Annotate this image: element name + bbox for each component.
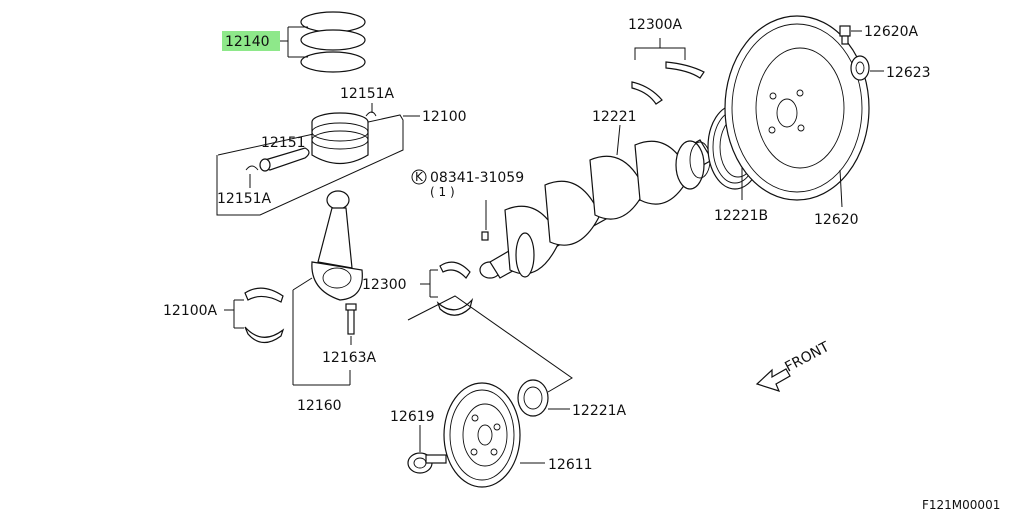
piston-assembly-part[interactable]	[216, 111, 404, 216]
key-symbol-icon	[411, 169, 427, 185]
crank-pulley-part[interactable]	[443, 382, 521, 488]
label-12300[interactable]: 12300	[362, 277, 407, 293]
label-08341-31059[interactable]: 08341-31059	[430, 170, 524, 186]
flywheel-part[interactable]	[724, 15, 870, 201]
label-12163A[interactable]: 12163A	[322, 350, 377, 366]
label-12151[interactable]: 12151	[261, 135, 306, 151]
label-12100[interactable]: 12100	[422, 109, 467, 125]
label-12221B[interactable]: 12221B	[714, 208, 768, 224]
label-12300A[interactable]: 12300A	[628, 17, 683, 33]
label-12611[interactable]: 12611	[548, 457, 593, 473]
front-direction-label: FRONT	[782, 339, 832, 376]
label-12623[interactable]: 12623	[886, 65, 931, 81]
label-12100A[interactable]: 12100A	[163, 303, 218, 319]
label-12151A-top[interactable]: 12151A	[340, 86, 395, 102]
thrust-bearings-part[interactable]	[631, 61, 705, 105]
label-12620A[interactable]: 12620A	[864, 24, 919, 40]
crankshaft-part[interactable]	[479, 139, 713, 279]
pulley-bolt-part[interactable]	[407, 452, 447, 474]
flywheel-washer-part[interactable]	[850, 55, 870, 81]
label-12140[interactable]: 12140	[225, 34, 270, 50]
label-key-prefix: K	[415, 170, 424, 184]
label-12160[interactable]: 12160	[297, 398, 342, 414]
label-12619[interactable]: 12619	[390, 409, 435, 425]
woodruff-key-part[interactable]	[481, 231, 489, 241]
front-direction-arrow-icon	[755, 368, 791, 392]
label-12620[interactable]: 12620	[814, 212, 859, 228]
figure-code: F121M00001	[922, 498, 1000, 512]
piston-rings-part[interactable]	[279, 11, 366, 73]
main-bearings-part[interactable]	[436, 261, 474, 316]
highlight-12140	[222, 31, 280, 51]
label-12221A[interactable]: 12221A	[572, 403, 627, 419]
flywheel-bolt-part[interactable]	[839, 25, 851, 45]
label-12151A-bottom[interactable]: 12151A	[217, 191, 272, 207]
front-oil-seal-part[interactable]	[517, 379, 549, 417]
label-08341-qty: ( 1 )	[430, 185, 455, 199]
connecting-rod-part[interactable]	[311, 190, 363, 335]
label-12221[interactable]: 12221	[592, 109, 637, 125]
rod-bearings-part[interactable]	[244, 287, 285, 344]
